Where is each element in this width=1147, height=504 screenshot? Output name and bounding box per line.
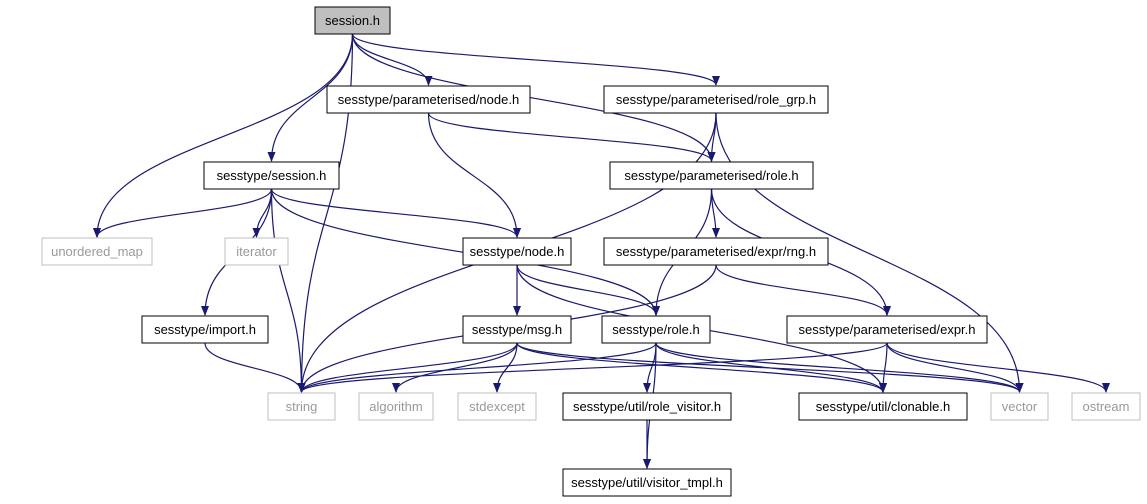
edge-sess_role-to-string [297, 342, 657, 393]
edge-param_expr-to-ostream [886, 342, 1110, 393]
node-box [798, 392, 968, 421]
node-box [1071, 392, 1141, 421]
node-algorithm: algorithm [358, 392, 434, 421]
edge-session_h-to-sess_session [267, 33, 354, 162]
node-sess-import[interactable]: sesstype/import.h [141, 315, 269, 344]
node-label: stdexcept [469, 399, 525, 414]
node-param-role-grp[interactable]: sesstype/parameterised/role_grp.h [603, 85, 829, 114]
node-role-visitor[interactable]: sesstype/util/role_visitor.h [562, 392, 732, 421]
node-sess-session[interactable]: sesstype/session.h [203, 161, 340, 190]
node-box [603, 85, 829, 114]
node-sess-node[interactable]: sesstype/node.h [462, 237, 572, 266]
node-expr-rng[interactable]: sesstype/parameterised/expr/rng.h [603, 237, 829, 266]
node-box [41, 237, 153, 266]
node-label: sesstype/import.h [154, 322, 256, 337]
node-ostream: ostream [1071, 392, 1141, 421]
node-label: iterator [236, 244, 277, 259]
node-box [609, 161, 814, 190]
edge-sess_msg-to-stdexcept [493, 342, 518, 393]
node-visitor-tmpl[interactable]: sesstype/util/visitor_tmpl.h [562, 468, 732, 497]
edge-sess_session-to-unordered_map [93, 188, 273, 238]
edge-sess_role-to-vector [655, 342, 1024, 393]
node-label: sesstype/util/visitor_tmpl.h [571, 475, 723, 490]
edge-sess_role-to-role_visitor [643, 342, 657, 393]
node-label: ostream [1083, 399, 1130, 414]
node-box [562, 468, 732, 497]
edge-param_role_grp-to-param_role [707, 112, 717, 162]
node-label: vector [1002, 399, 1038, 414]
node-box [603, 237, 829, 266]
node-clonable[interactable]: sesstype/util/clonable.h [798, 392, 968, 421]
node-box [786, 315, 988, 344]
node-param-node[interactable]: sesstype/parameterised/node.h [326, 85, 531, 114]
node-box [358, 392, 434, 421]
node-sess-msg[interactable]: sesstype/msg.h [462, 315, 572, 344]
node-label: sesstype/util/role_visitor.h [573, 399, 721, 414]
node-param-expr[interactable]: sesstype/parameterised/expr.h [786, 315, 988, 344]
node-box [267, 392, 336, 421]
node-box [457, 392, 537, 421]
node-stdexcept: stdexcept [457, 392, 537, 421]
node-box [326, 85, 531, 114]
edge-param_expr-to-vector [886, 342, 1024, 393]
edge-session_h-to-param_node [351, 33, 433, 86]
edge-sess_msg-to-clonable [516, 342, 887, 393]
edge-session_h-to-param_role_grp [351, 33, 720, 86]
node-label: sesstype/parameterised/role.h [624, 168, 798, 183]
edge-sess_session-to-sess_node [270, 188, 521, 238]
node-box [314, 6, 391, 35]
node-label: algorithm [369, 399, 422, 414]
edge-session_h-to-unordered_map [93, 33, 354, 238]
edge-sess_import-to-string [204, 342, 306, 393]
edge-sess_msg-to-algorithm [392, 342, 518, 393]
node-box [601, 315, 711, 344]
edge-param_expr-to-clonable [879, 342, 888, 393]
node-label: sesstype/parameterised/node.h [338, 92, 519, 107]
nodes-layer: session.h sesstype/parameterised/node.h se… [41, 6, 1141, 497]
edge-sess_node-to-sess_role [516, 264, 660, 316]
edge-sess_msg-to-string [297, 342, 518, 393]
edge-session_h-to-param_role [351, 33, 716, 162]
node-label: sesstype/parameterised/expr.h [798, 322, 975, 337]
node-unordered-map: unordered_map [41, 237, 153, 266]
node-label: sesstype/msg.h [472, 322, 562, 337]
node-box [562, 392, 732, 421]
node-sess-role[interactable]: sesstype/role.h [601, 315, 711, 344]
node-box [203, 161, 340, 190]
edge-param_expr-to-string [297, 342, 888, 393]
edge-param_node-to-sess_node [427, 112, 521, 238]
node-label: sesstype/parameterised/expr/rng.h [616, 244, 816, 259]
node-box [462, 315, 572, 344]
edge-sess_session-to-string [270, 188, 306, 393]
node-box [224, 237, 289, 266]
node-label: sesstype/session.h [217, 168, 327, 183]
node-string: string [267, 392, 336, 421]
node-label: sesstype/role.h [612, 322, 699, 337]
edge-sess_role-to-clonable [655, 342, 887, 393]
node-label: session.h [325, 13, 380, 28]
node-session-h[interactable]: session.h [314, 6, 391, 35]
node-label: unordered_map [51, 244, 143, 259]
node-label: sesstype/parameterised/role_grp.h [616, 92, 816, 107]
node-box [141, 315, 269, 344]
node-box [462, 237, 572, 266]
node-param-role[interactable]: sesstype/parameterised/role.h [609, 161, 814, 190]
node-iterator: iterator [224, 237, 289, 266]
node-label: string [286, 399, 318, 414]
node-label: sesstype/node.h [470, 244, 565, 259]
node-vector: vector [990, 392, 1049, 421]
edge-param_node-to-param_role [427, 112, 716, 162]
edge-expr_rng-to-param_expr [715, 264, 891, 316]
node-box [990, 392, 1049, 421]
node-label: sesstype/util/clonable.h [816, 399, 950, 414]
